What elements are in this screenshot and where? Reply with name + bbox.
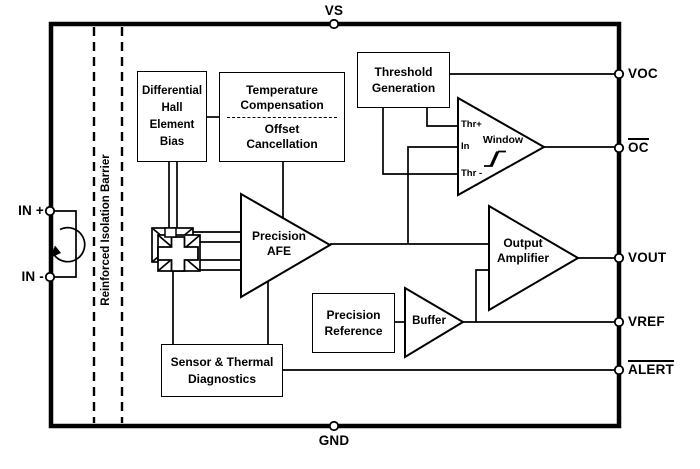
- pin-label-gnd: GND: [318, 433, 350, 448]
- block-threshold-generation: Threshold Generation: [357, 52, 450, 108]
- block-differential-hall-element-bias: Differential Hall Element Bias: [137, 71, 207, 162]
- output-amplifier-triangle: [488, 204, 580, 312]
- pin-in-minus: [44, 271, 56, 283]
- comparator-thr-plus-label: Thr+: [461, 119, 482, 130]
- wire-input-loop: [50, 210, 77, 278]
- wire-signal-to-comparator-in: [407, 146, 458, 244]
- pin-label-alert: ALERT: [628, 360, 674, 377]
- block-label: Precision Reference: [324, 308, 383, 338]
- pin-vref: [613, 316, 625, 328]
- comparator-thr-minus-label: Thr -: [461, 168, 483, 179]
- block-dashed-divider: [227, 116, 337, 118]
- hysteresis-icon: [484, 150, 506, 167]
- pin-label-alert-text: ALERT: [628, 360, 674, 377]
- hall-cross-plus: [157, 236, 199, 272]
- wire-threshold-to-thrplus: [426, 108, 458, 127]
- pin-oc: [613, 142, 625, 154]
- block-label: Differential Hall Element Bias: [141, 84, 203, 148]
- wires: [50, 73, 617, 371]
- pin-label-vout: VOUT: [628, 250, 667, 265]
- precision-afe-triangle: [240, 192, 332, 299]
- block-temperature-compensation: Temperature Compensation Offset Cancella…: [219, 72, 345, 162]
- current-arrow-arc: [52, 226, 86, 263]
- hall-element-symbol: [151, 227, 201, 272]
- hysteresis-stroke-2: [489, 151, 498, 167]
- precision-afe-label: Precision AFE: [251, 229, 307, 258]
- isolation-barrier-label: Reinforced Isolation Barrier: [100, 154, 112, 306]
- window-comparator-triangle: [457, 96, 547, 197]
- hall-top-notch: [164, 227, 177, 238]
- pin-label-vref: VREF: [628, 314, 665, 329]
- pin-alert: [613, 364, 625, 376]
- block-sensor-thermal-diagnostics: Sensor & Thermal Diagnostics: [161, 344, 283, 397]
- pin-voc: [613, 68, 625, 80]
- pin-gnd: [328, 420, 340, 432]
- wire-threshold-to-thrminus: [382, 108, 458, 175]
- block-label-bottom: Offset Cancellation: [246, 121, 318, 151]
- pin-terminals: [44, 18, 625, 432]
- pin-label-voc: VOC: [628, 66, 658, 81]
- current-arrow-head: [50, 245, 61, 258]
- block-precision-reference: Precision Reference: [312, 293, 395, 353]
- comparator-in-label: In: [461, 141, 470, 152]
- hysteresis-stroke-1: [484, 150, 506, 167]
- pin-label-in-minus: IN -: [21, 269, 44, 284]
- buffer-label: Buffer: [412, 315, 446, 327]
- buffer-triangle: [404, 286, 465, 359]
- block-label-top: Temperature Compensation: [240, 82, 324, 112]
- triangles: [240, 96, 580, 359]
- pin-in-plus: [44, 205, 56, 217]
- pin-label-oc-text: OC: [628, 138, 649, 155]
- pin-label-in-plus: IN +: [18, 203, 44, 218]
- output-amplifier-label: Output Amplifier: [496, 236, 549, 265]
- current-direction-arrow-icon: [50, 226, 86, 263]
- block-label: Sensor & Thermal Diagnostics: [170, 354, 274, 386]
- pin-vout: [613, 252, 625, 264]
- comparator-window-label: Window: [482, 134, 524, 146]
- block-label: Threshold Generation: [371, 65, 436, 95]
- pin-label-oc: OC: [628, 138, 649, 155]
- pin-label-vs: VS: [324, 3, 344, 18]
- pin-vs: [328, 18, 340, 30]
- wire-vref-to-outamp: [475, 269, 489, 322]
